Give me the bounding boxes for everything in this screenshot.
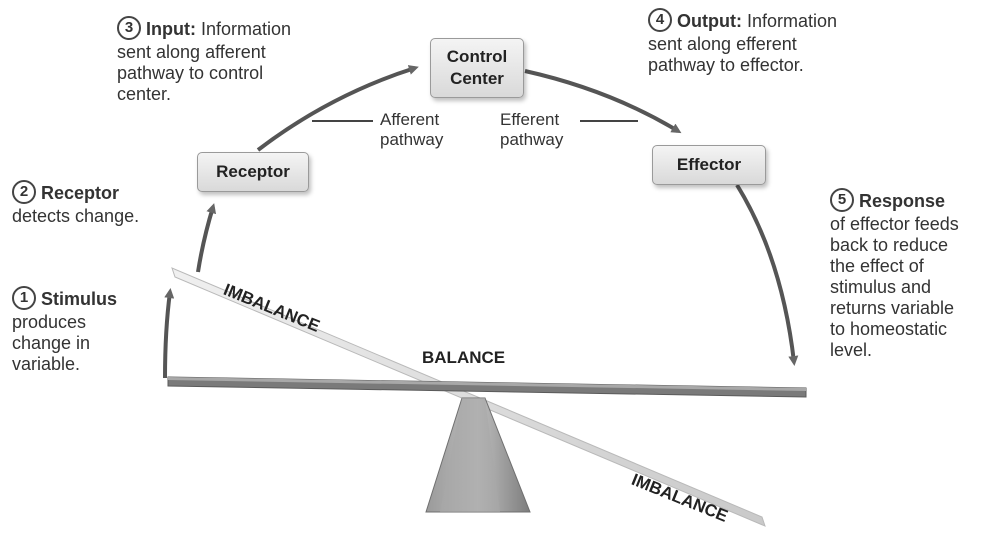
afferent-arrow: [256, 65, 419, 152]
receptor-label: Receptor: [216, 162, 290, 181]
step-3-number: 3: [117, 16, 141, 40]
receptor-box: Receptor: [197, 152, 309, 192]
imbalance-beam: [171, 267, 766, 527]
step-5-number: 5: [830, 188, 854, 212]
step-1-title: Stimulus: [41, 288, 118, 309]
step-4-number: 4: [648, 8, 672, 32]
efferent-arrow: [524, 69, 682, 134]
effector-label: Effector: [676, 155, 742, 174]
control-center-label-line1: Control: [446, 47, 508, 66]
step-3-title: Input:: [146, 18, 196, 39]
step-2-number: 2: [12, 180, 36, 204]
efferent-pathway-label: Efferent pathway: [500, 110, 564, 149]
balance-label: BALANCE: [422, 348, 506, 367]
stimulus-arrow: [163, 288, 175, 379]
balance-beam-highlight: [168, 377, 806, 391]
control-center-label-line2: Center: [450, 69, 504, 88]
response-arrow: [735, 183, 799, 366]
step-4-title: Output:: [677, 10, 742, 31]
step-4-title-rest: Information: [746, 10, 838, 31]
control-center-box: Control Center: [430, 38, 524, 98]
afferent-pathway-label: Afferent pathway: [380, 110, 444, 149]
step-1-number: 1: [12, 286, 36, 310]
effector-box: Effector: [652, 145, 766, 185]
step-5-title: Response: [859, 190, 946, 211]
step-2-title: Receptor: [41, 182, 120, 203]
fulcrum-face: [440, 398, 500, 512]
step-3-title-rest: Information: [201, 18, 292, 39]
receptor-arrow: [196, 203, 217, 273]
